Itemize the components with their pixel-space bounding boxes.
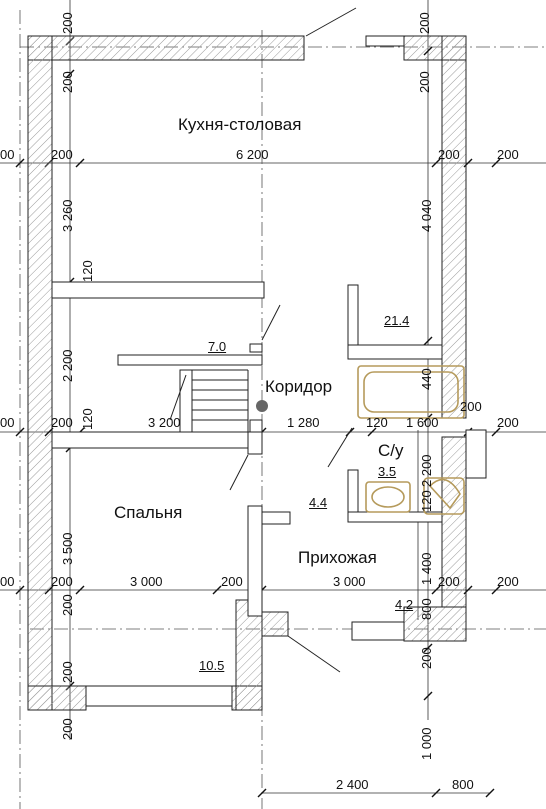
room-label-hall: Прихожая — [298, 548, 377, 567]
dim-200: 200 — [497, 415, 519, 430]
interior-walls — [51, 281, 443, 617]
dim-v-1400: 1 400 — [419, 552, 434, 585]
dim-v-440: 440 — [419, 368, 434, 390]
dim-v-200: 200 — [60, 718, 75, 740]
dim-left-edge: 00 — [0, 415, 15, 430]
outer-walls — [27, 35, 467, 711]
dim-v-200: 200 — [417, 71, 432, 93]
area-hall: 4.2 — [395, 597, 414, 612]
windows — [85, 35, 487, 707]
dim-v-200: 200 — [60, 71, 75, 93]
dim-v-200: 200 — [60, 661, 75, 683]
dim-left-edge: 00 — [0, 574, 15, 589]
dim-v-1000: 1 000 — [419, 727, 434, 760]
staircase — [192, 304, 281, 491]
dim-3000: 3 000 — [130, 574, 163, 589]
dim-v-4040: 4 040 — [419, 199, 434, 232]
dim-v-200: 200 — [417, 12, 432, 34]
dim-v-2200: 2 200 — [60, 349, 75, 382]
dim-200: 200 — [438, 147, 460, 162]
dim-2400: 2 400 — [336, 777, 369, 792]
area-bath: 3.5 — [378, 464, 397, 479]
room-label-corridor: Коридор — [265, 377, 333, 396]
dim-v-200: 200 — [60, 594, 75, 616]
door-lines — [169, 7, 357, 673]
room-label-bedroom: Спальня — [114, 503, 183, 522]
area-bedroom: 10.5 — [199, 658, 225, 673]
dim-v-3500: 3 500 — [60, 532, 75, 565]
dim-200: 200 — [51, 147, 73, 162]
dim-v-3260: 3 260 — [60, 199, 75, 232]
dim-1280: 1 280 — [287, 415, 320, 430]
dim-200: 200 — [221, 574, 243, 589]
dim-v-2200: 2 200 — [419, 454, 434, 487]
area-stairs: 7.0 — [208, 339, 227, 354]
dim-3200: 3 200 — [148, 415, 181, 430]
area-kitchen: 21.4 — [384, 313, 410, 328]
dim-left-edge: 00 — [0, 147, 15, 162]
dim-v-120: 120 — [80, 260, 95, 282]
dim-200: 200 — [497, 147, 519, 162]
dim-200: 200 — [438, 574, 460, 589]
dim-v-800: 800 — [419, 598, 434, 620]
dim-v-200: 200 — [60, 12, 75, 34]
dim-v-120: 120 — [80, 408, 95, 430]
dim-6200: 6 200 — [236, 147, 269, 162]
dim-120: 120 — [366, 415, 388, 430]
dim-800: 800 — [452, 777, 474, 792]
dim-200: 200 — [460, 399, 482, 414]
dim-200: 200 — [51, 415, 73, 430]
dim-v-120: 120 — [419, 490, 434, 512]
room-label-kitchen: Кухня-столовая — [178, 115, 302, 134]
dim-3000: 3 000 — [333, 574, 366, 589]
area-corridor: 4.4 — [309, 495, 328, 510]
dim-200: 200 — [51, 574, 73, 589]
dim-v-200: 200 — [419, 647, 434, 669]
dim-200: 200 — [497, 574, 519, 589]
corridor-marker — [256, 400, 268, 412]
dim-1600: 1 600 — [406, 415, 439, 430]
room-label-bath: С/у — [378, 441, 404, 460]
bath-fixtures — [357, 365, 465, 515]
